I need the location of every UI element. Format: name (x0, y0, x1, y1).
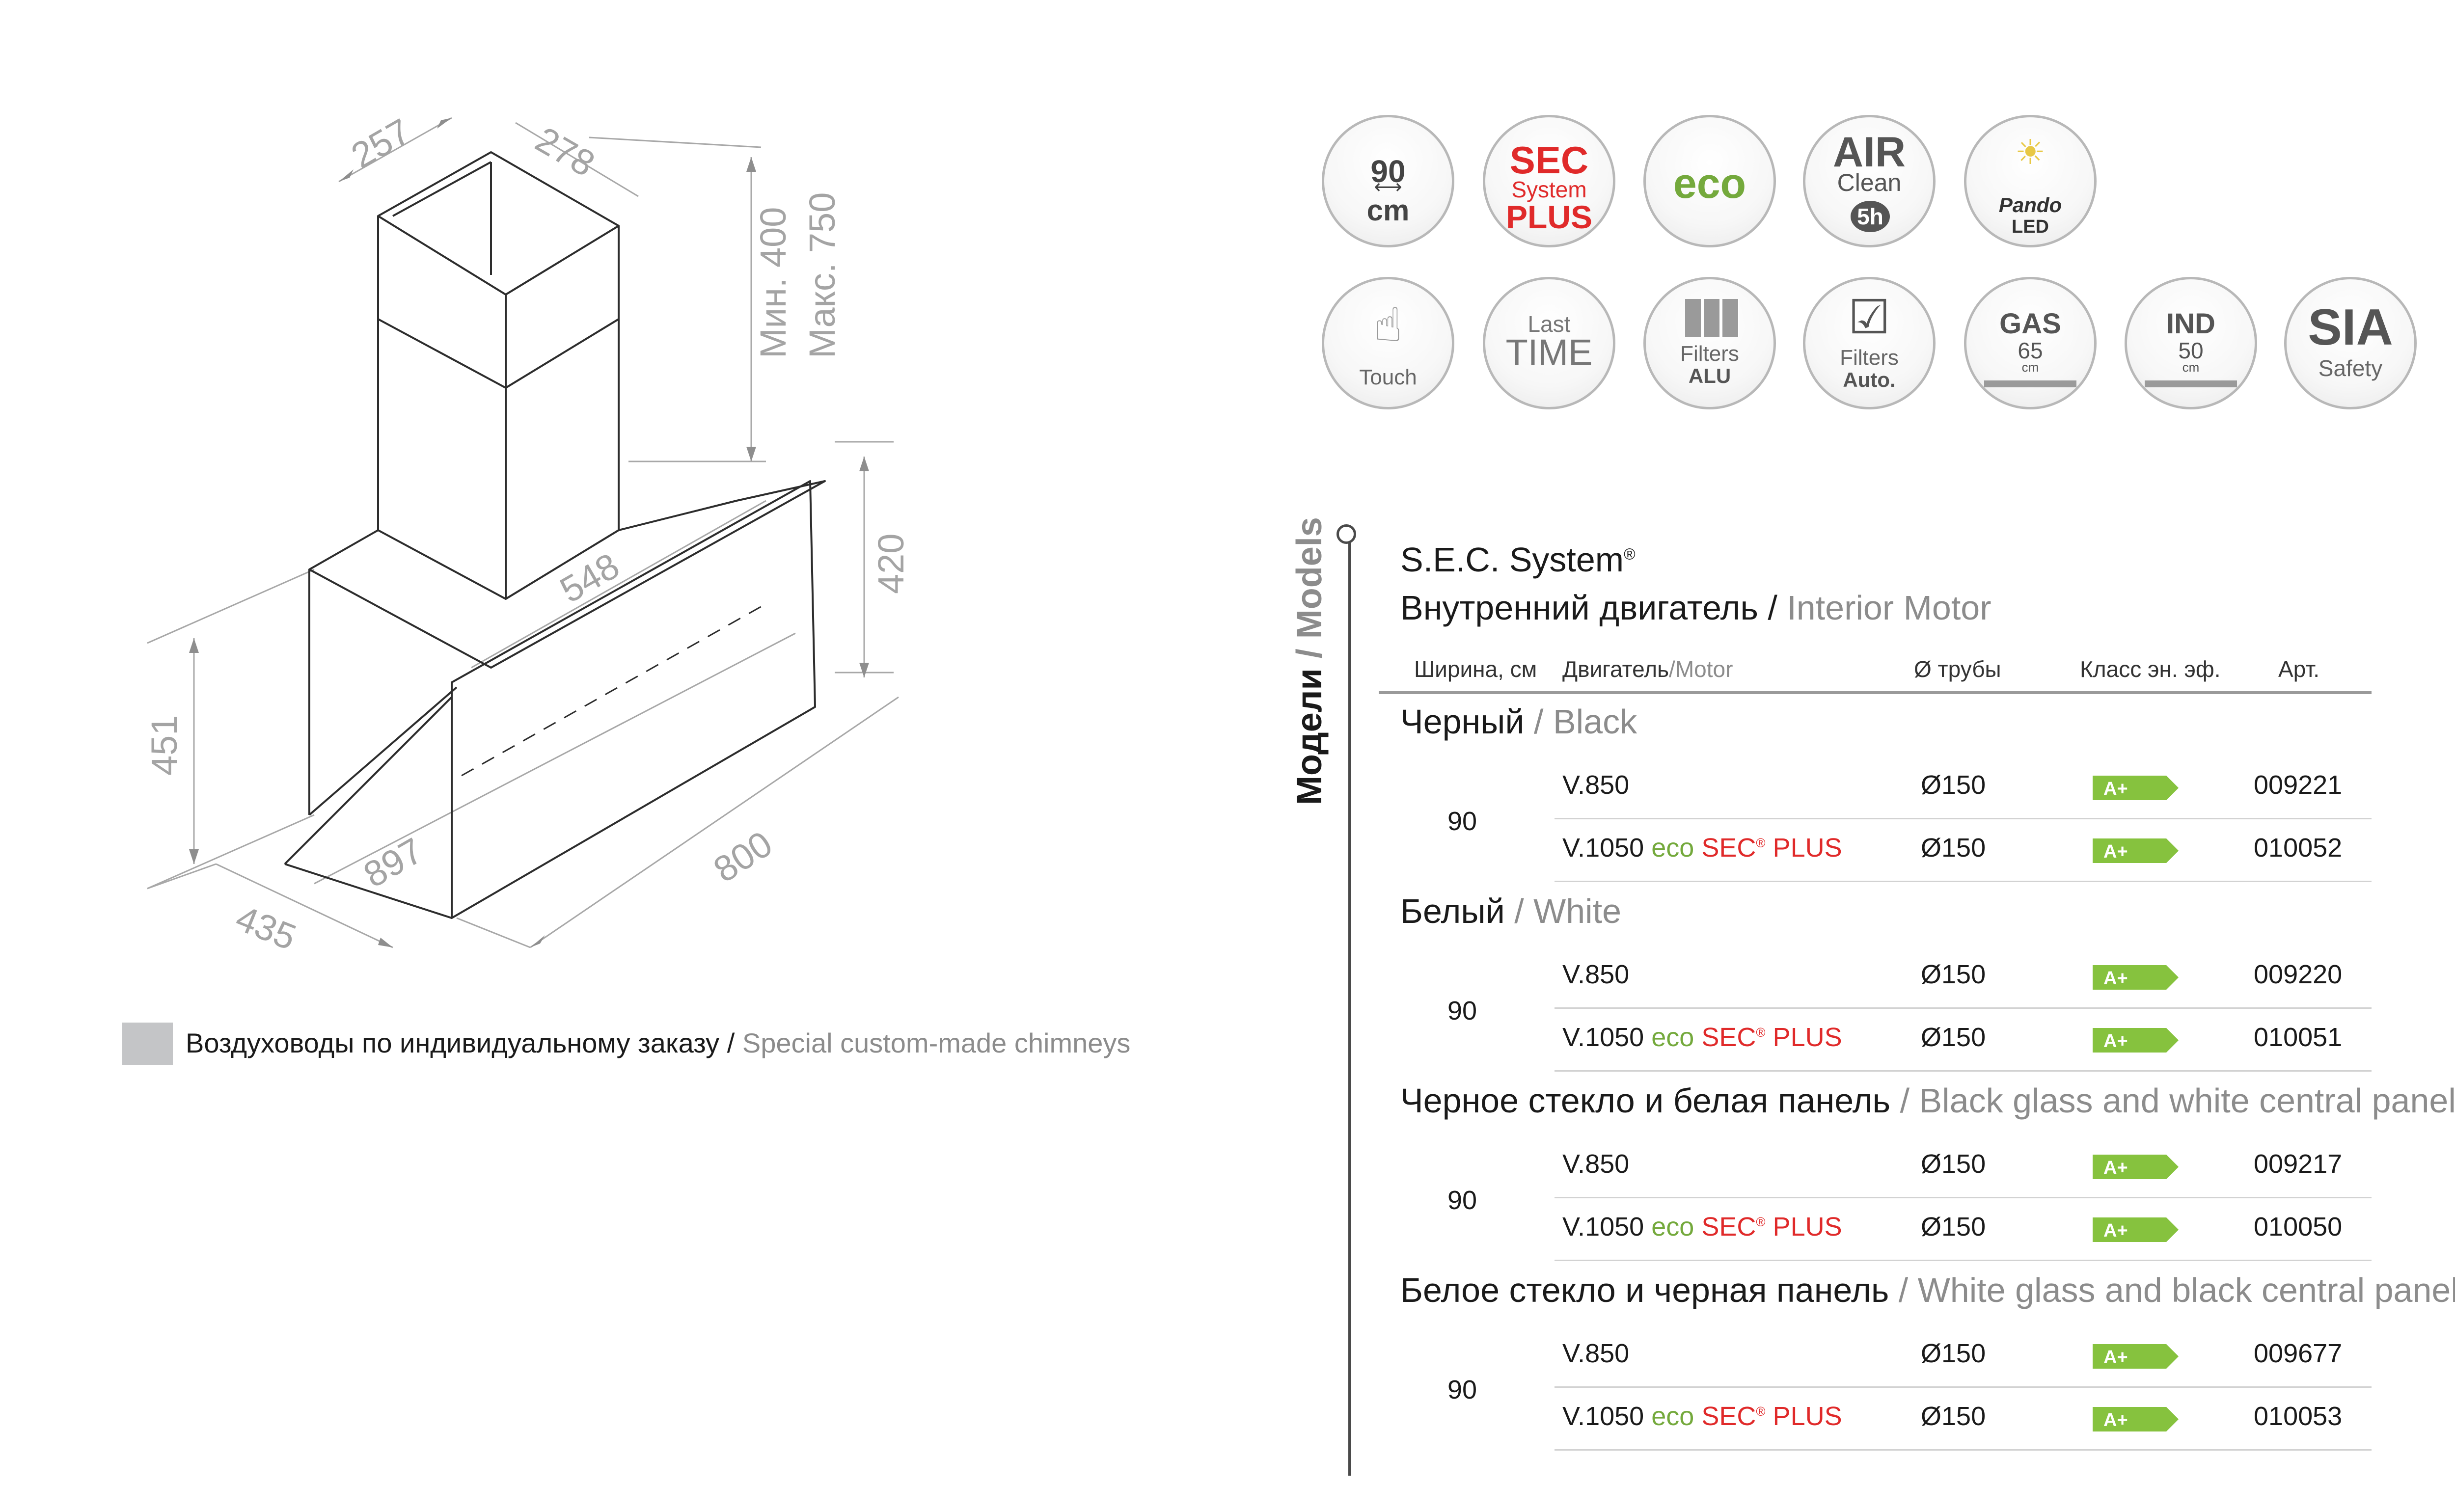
width-cell: 90 (1447, 1186, 1477, 1215)
motor-cell: V.850 (1562, 770, 1630, 800)
pipe-cell: Ø150 (1921, 1023, 1986, 1052)
energy-class-badge: A+ (2093, 1217, 2179, 1242)
energy-class-badge: A+ (2093, 776, 2179, 800)
energy-class-badge: A+ (2093, 838, 2179, 863)
table-subtitle: Внутренний двигатель / Interior Motor (1400, 589, 1991, 627)
section-title: Черное стекло и белая панель / Black gla… (1400, 1081, 2455, 1120)
row-rule (1555, 1007, 2372, 1009)
section-title: Белое стекло и черная панель / White gla… (1400, 1271, 2455, 1309)
models-rule-dot (1337, 524, 1356, 544)
table-title: S.E.C. System® (1400, 540, 1636, 579)
energy-class-badge: A+ (2093, 1028, 2179, 1053)
filters-alu-icon: Filters ALU (1643, 277, 1776, 409)
pipe-cell: Ø150 (1921, 1339, 1986, 1368)
motor-cell: V.1050 eco SEC® PLUS (1562, 1402, 1842, 1431)
article-cell: 010053 (2254, 1402, 2343, 1431)
col-header-motor: Двигатель/Motor (1562, 656, 1733, 682)
article-cell: 009677 (2254, 1339, 2343, 1368)
col-header-energy: Класс эн. эф. (2080, 656, 2221, 682)
air-clean-5h-icon: AIR Clean 5h (1803, 115, 1936, 247)
row-rule (1555, 1260, 2372, 1261)
row-rule (1555, 1449, 2372, 1451)
dim-548: 548 (553, 545, 626, 611)
custom-chimney-swatch (122, 1023, 173, 1065)
dim-min-400: Мин. 400 (753, 207, 793, 358)
article-cell: 009220 (2254, 960, 2343, 989)
sia-safety-icon: SIA Safety (2284, 277, 2417, 409)
row-rule (1555, 1197, 2372, 1198)
motor-cell: V.850 (1562, 1149, 1630, 1179)
custom-chimney-legend: Воздуховоды по индивидуальному заказу / … (186, 1027, 1131, 1058)
last-time-icon: Last TIME (1483, 277, 1615, 409)
pipe-cell: Ø150 (1921, 1212, 1986, 1242)
sec-system-plus-icon: SEC System PLUS (1483, 115, 1615, 247)
energy-class-badge: A+ (2093, 1155, 2179, 1179)
touch-icon: ☝ Touch (1322, 277, 1454, 409)
pipe-cell: Ø150 (1921, 833, 1986, 863)
width-cell: 90 (1447, 807, 1477, 836)
pipe-cell: Ø150 (1921, 960, 1986, 989)
eco-icon: eco (1643, 115, 1776, 247)
article-cell: 009217 (2254, 1149, 2343, 1179)
energy-class-badge: A+ (2093, 1344, 2179, 1369)
motor-cell: V.850 (1562, 960, 1630, 989)
filters-auto-icon: ☑ Filters Auto. (1803, 277, 1936, 409)
motor-cell: V.1050 eco SEC® PLUS (1562, 1023, 1842, 1052)
motor-cell: V.850 (1562, 1339, 1630, 1368)
dim-257: 257 (345, 110, 417, 176)
dim-800: 800 (707, 823, 780, 891)
section-title: Белый / White (1400, 892, 1622, 930)
energy-class-badge: A+ (2093, 965, 2179, 990)
motor-cell: V.1050 eco SEC® PLUS (1562, 833, 1842, 863)
models-vertical-rule (1348, 537, 1351, 1476)
section-title: Черный / Black (1400, 702, 1637, 741)
pipe-cell: Ø150 (1921, 1402, 1986, 1431)
article-cell: 010052 (2254, 833, 2343, 863)
col-header-pipe: Ø трубы (1914, 656, 2001, 682)
article-cell: 010051 (2254, 1023, 2343, 1052)
width-90cm-icon: 90 ⟷ cm (1322, 115, 1454, 247)
ind-50cm-icon: IND 50 cm (2125, 277, 2257, 409)
header-rule (1379, 691, 2372, 694)
article-cell: 010050 (2254, 1212, 2343, 1242)
pipe-cell: Ø150 (1921, 770, 1986, 800)
motor-cell: V.1050 eco SEC® PLUS (1562, 1212, 1842, 1242)
energy-class-badge: A+ (2093, 1407, 2179, 1431)
row-rule (1555, 1070, 2372, 1072)
row-rule (1555, 1386, 2372, 1388)
dim-max-750: Макс. 750 (802, 192, 843, 358)
hood-dimension-drawing: 257 278 Мин. 400 Макс. 750 548 420 451 8… (144, 110, 911, 958)
col-header-art: Арт. (2278, 656, 2320, 682)
dim-897: 897 (357, 830, 430, 895)
dim-451: 451 (144, 715, 185, 776)
width-cell: 90 (1447, 1375, 1477, 1404)
dim-420: 420 (871, 534, 911, 594)
pando-led-icon: ☀ Pando LED (1964, 115, 2097, 247)
gas-65cm-icon: GAS 65 cm (1964, 277, 2097, 409)
dim-278: 278 (529, 119, 601, 185)
col-header-width: Ширина, см (1414, 656, 1537, 682)
pipe-cell: Ø150 (1921, 1149, 1986, 1179)
article-cell: 009221 (2254, 770, 2343, 800)
row-rule (1555, 818, 2372, 819)
models-side-label: Модели / Models (1290, 517, 1329, 805)
width-cell: 90 (1447, 996, 1477, 1026)
row-rule (1555, 881, 2372, 882)
dim-435: 435 (230, 897, 302, 958)
